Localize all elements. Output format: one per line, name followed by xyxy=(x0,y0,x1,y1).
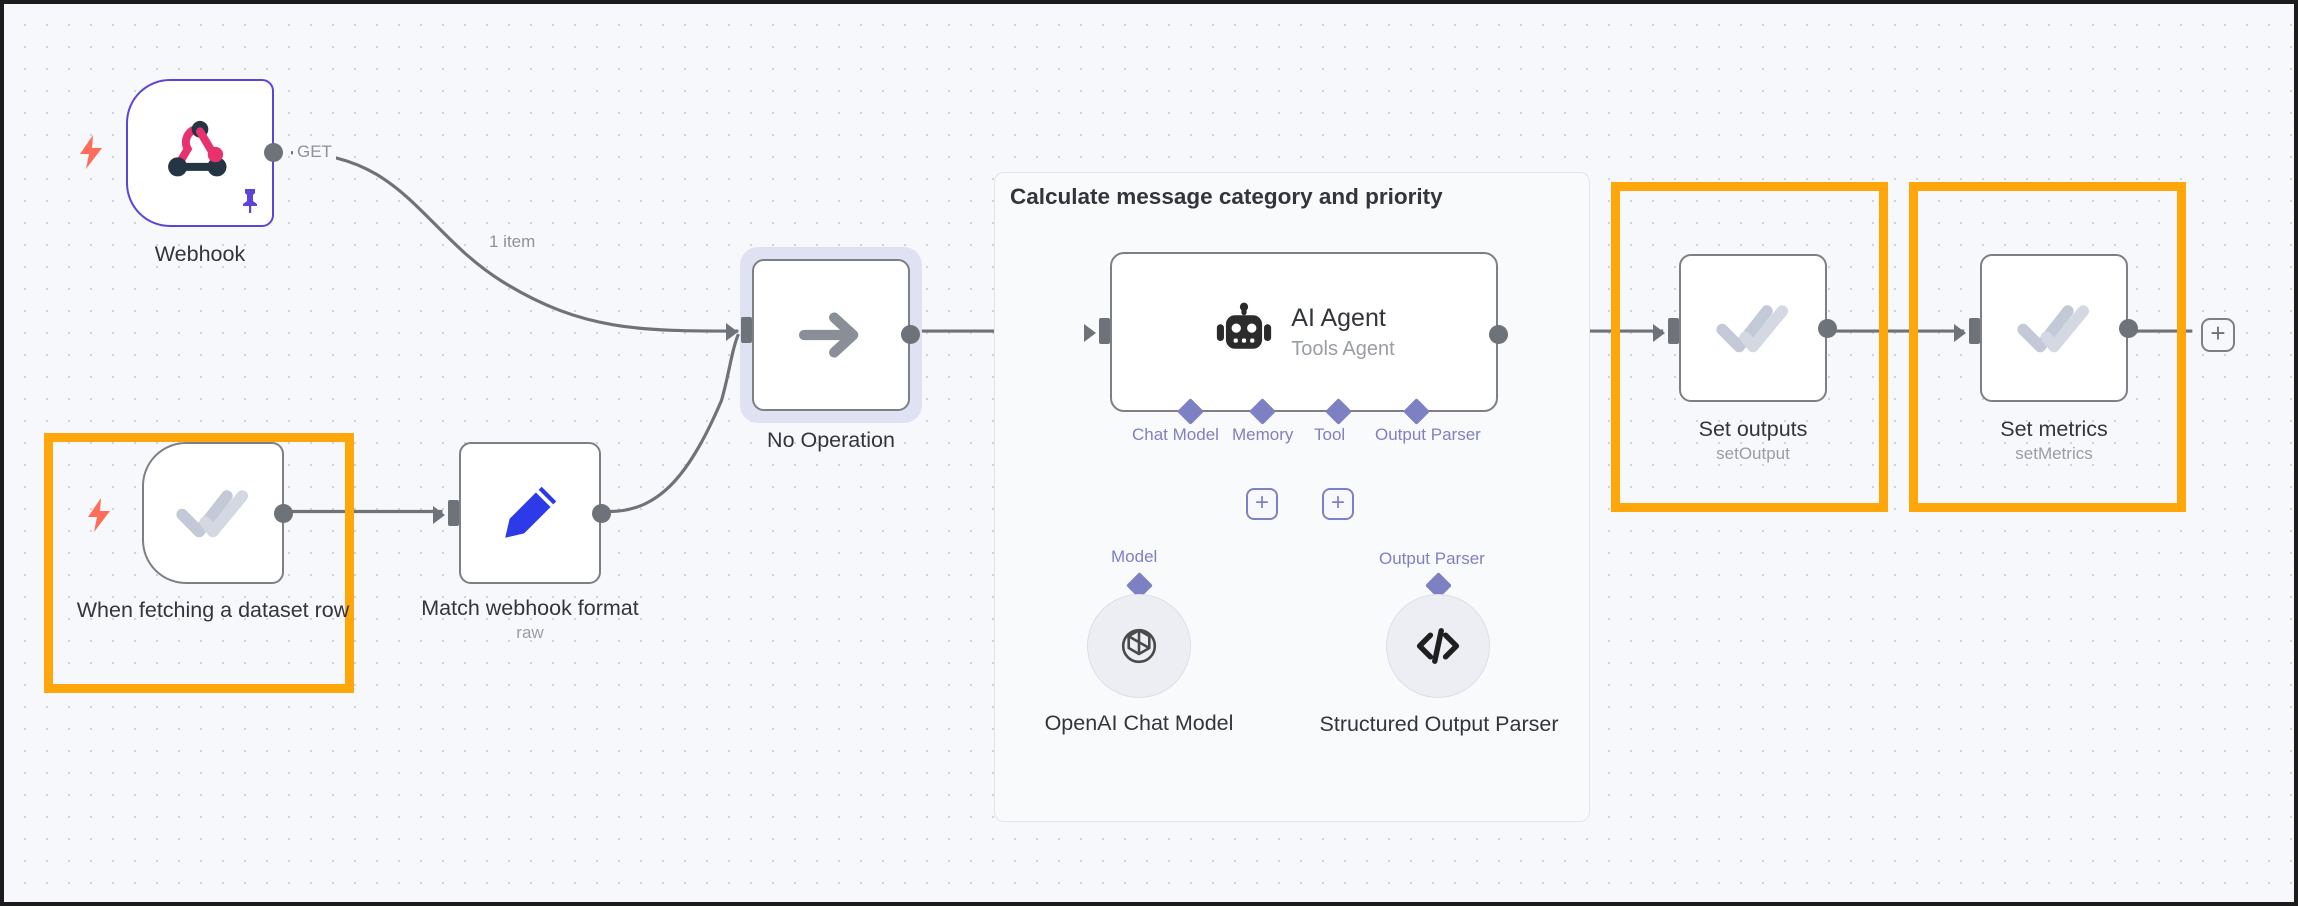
add-memory-button[interactable]: + xyxy=(1246,488,1278,520)
node-subtitle: setMetrics xyxy=(2015,444,2093,464)
sub-label-model: Model xyxy=(1111,547,1158,566)
set-metrics-caption: Set metrics setMetrics xyxy=(1914,416,2194,465)
setmetrics-output-port[interactable] xyxy=(2119,319,2138,338)
set-metrics-node-box[interactable] xyxy=(1980,254,2128,402)
webhook-icon xyxy=(168,120,227,177)
add-node-button[interactable]: + xyxy=(2201,318,2235,352)
edge-match-to-noop xyxy=(609,333,740,514)
node-subtitle: setOutput xyxy=(1716,444,1790,464)
match-output-port[interactable] xyxy=(592,504,611,523)
match-input-port[interactable] xyxy=(448,500,459,526)
port-label-tool: Tool xyxy=(1314,425,1346,444)
setoutputs-input-port[interactable] xyxy=(1668,318,1679,344)
setmetrics-input-port[interactable] xyxy=(1969,318,1980,344)
plus-glyph: + xyxy=(2210,318,2226,348)
pencil-icon xyxy=(505,486,557,538)
ai-agent-title: AI Agent xyxy=(1291,303,1386,332)
openai-chat-model-caption: OpenAI Chat Model xyxy=(1044,711,1234,735)
node-title: Set metrics xyxy=(2000,417,2108,441)
dataset-row-output-port[interactable] xyxy=(274,504,293,523)
node-structured-output-parser[interactable] xyxy=(1386,594,1490,698)
node-when-fetching-dataset-row[interactable]: When fetching a dataset row xyxy=(77,442,349,622)
agent-output-port[interactable] xyxy=(1489,325,1508,344)
lightning-bolt-icon xyxy=(86,498,112,537)
noop-node-box[interactable] xyxy=(752,259,910,411)
node-set-metrics[interactable]: Set metrics setMetrics xyxy=(1954,254,2138,463)
dataset-row-caption: When fetching a dataset row xyxy=(63,597,363,623)
setoutputs-input-arrow xyxy=(1653,324,1665,342)
openai-icon xyxy=(1121,628,1157,664)
lightning-bolt-icon xyxy=(78,135,104,174)
node-title: Match webhook format xyxy=(421,596,639,620)
node-match-webhook-format[interactable]: Match webhook format raw xyxy=(421,442,639,642)
node-set-outputs[interactable]: Set outputs setOutput xyxy=(1653,254,1837,463)
setmetrics-input-arrow xyxy=(1954,324,1966,342)
node-webhook[interactable]: Webhook xyxy=(80,79,283,266)
webhook-caption: Webhook xyxy=(85,241,315,267)
match-input-arrow xyxy=(433,506,445,524)
ai-agent-node-box[interactable]: AI Agent Tools Agent xyxy=(1110,252,1498,412)
robot-icon xyxy=(1217,302,1272,349)
webhook-output-port[interactable] xyxy=(264,143,283,162)
set-outputs-node-box[interactable] xyxy=(1679,254,1827,402)
edge-label-1-item: 1 item xyxy=(485,232,540,252)
node-title: Webhook xyxy=(154,242,246,266)
arrow-right-icon xyxy=(798,312,859,358)
webhook-node-box[interactable] xyxy=(126,79,274,227)
group-title: Calculate message category and priority xyxy=(1010,184,1443,209)
setoutputs-output-port[interactable] xyxy=(1818,319,1837,338)
ai-agent-subtitle: Tools Agent xyxy=(1291,337,1395,360)
match-webhook-node-box[interactable] xyxy=(459,442,601,584)
plus-glyph: + xyxy=(1254,488,1269,516)
node-title: Set outputs xyxy=(1698,417,1808,441)
port-label-memory: Memory xyxy=(1232,425,1294,444)
double-check-icon xyxy=(1716,305,1789,353)
node-subtitle: raw xyxy=(516,623,544,643)
pin-icon[interactable] xyxy=(238,188,262,219)
agent-input-arrow xyxy=(1084,324,1096,342)
double-check-icon xyxy=(176,490,249,538)
edge-label-get: GET xyxy=(293,142,336,162)
match-caption: Match webhook format raw xyxy=(360,595,700,644)
noop-output-port[interactable] xyxy=(901,325,920,344)
noop-input-arrow xyxy=(726,323,738,341)
add-tool-button[interactable]: + xyxy=(1322,488,1354,520)
sub-label-output-parser: Output Parser xyxy=(1379,549,1485,568)
noop-input-port[interactable] xyxy=(741,317,752,343)
port-label-output-parser: Output Parser xyxy=(1375,425,1481,444)
node-title: No Operation xyxy=(767,428,895,452)
node-no-operation[interactable]: No Operation xyxy=(726,259,920,452)
noop-caption: No Operation xyxy=(681,427,981,453)
set-outputs-caption: Set outputs setOutput xyxy=(1613,416,1893,465)
double-check-icon xyxy=(2017,305,2090,353)
structured-output-parser-caption: Structured Output Parser xyxy=(1319,712,1559,736)
port-label-chat-model: Chat Model xyxy=(1132,425,1219,444)
node-openai-chat-model[interactable] xyxy=(1087,594,1191,698)
agent-input-port[interactable] xyxy=(1099,318,1110,344)
dataset-row-node-box[interactable] xyxy=(142,442,284,584)
node-title: When fetching a dataset row xyxy=(76,598,350,622)
node-ai-agent[interactable]: AI Agent Tools Agent xyxy=(1084,252,1508,412)
code-brackets-icon xyxy=(1416,628,1460,664)
plus-glyph: + xyxy=(1330,488,1345,516)
